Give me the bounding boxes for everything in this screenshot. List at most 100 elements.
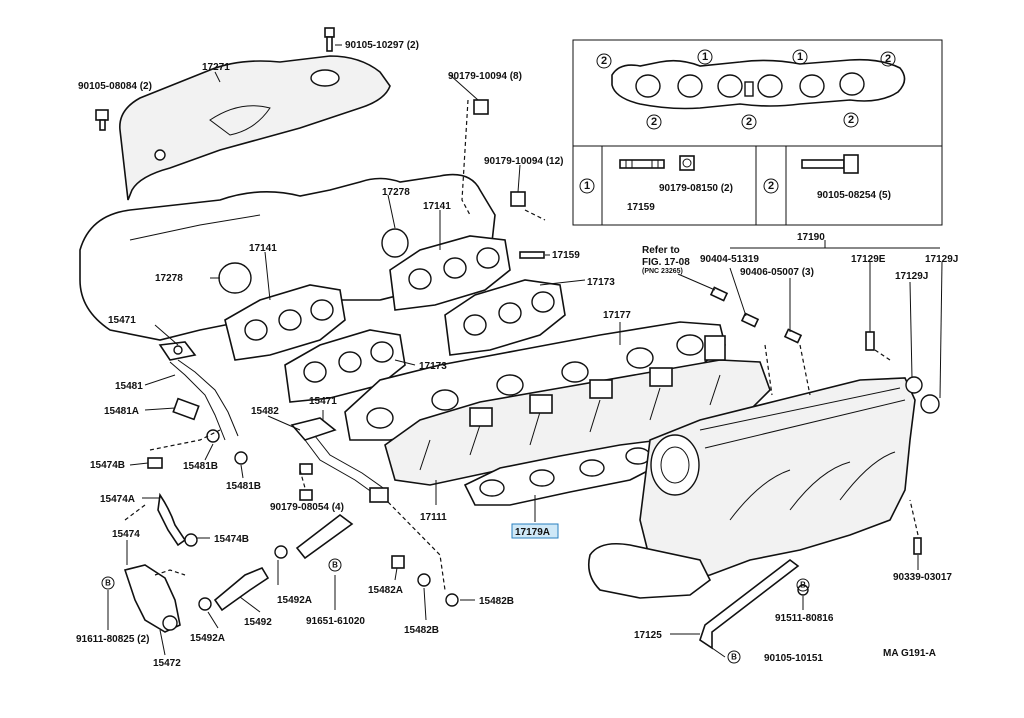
label-17190: 17190: [797, 232, 825, 243]
part-labels: 90105-10297 (2) 17271 90105-08084 (2) 90…: [76, 40, 958, 669]
svg-text:B: B: [800, 581, 806, 590]
gasket-ring-17278: [381, 228, 409, 258]
inset-label-90179-08150: 90179-08150 (2): [659, 183, 733, 194]
label-15481A: 15481A: [104, 406, 139, 417]
label-91651-61020: 91651-61020: [306, 616, 365, 627]
inset-label-17159: 17159: [627, 202, 655, 213]
svg-text:1: 1: [702, 51, 708, 63]
svg-text:2: 2: [885, 53, 891, 65]
label-15481B: 15481B: [183, 461, 218, 472]
intake-plenum-17190: [587, 377, 916, 599]
intake-lower-manifold-17111: [384, 335, 771, 486]
label-17173: 17173: [587, 277, 615, 288]
gasket-17179A: [463, 439, 666, 506]
label-17173: 17173: [419, 361, 447, 372]
label-15474: 15474: [112, 529, 140, 540]
inset-label-90105-08254: 90105-08254 (5): [817, 190, 891, 201]
label-17177: 17177: [603, 310, 631, 321]
label-90406-05007: 90406-05007 (3): [740, 267, 814, 278]
label-17271: 17271: [202, 62, 230, 73]
gasket-17141-left: [224, 284, 346, 361]
label-17278: 17278: [382, 187, 410, 198]
label-17129J: 17129J: [895, 271, 928, 282]
label-90179-10094-12: 90179-10094 (12): [484, 156, 564, 167]
label-91611-80825: 91611-80825 (2): [76, 634, 149, 645]
marker-b: B: [796, 578, 810, 592]
svg-text:2: 2: [848, 114, 854, 126]
label-17141: 17141: [423, 201, 451, 212]
label-90179-08054: 90179-08054 (4): [270, 502, 344, 513]
marker-2: 2: [843, 112, 859, 128]
marker-2: 2: [763, 178, 779, 194]
gasket-ring-17278: [218, 262, 252, 294]
marker-1: 1: [579, 178, 595, 194]
label-17111: 17111: [420, 512, 447, 523]
label-refer-to: Refer to: [642, 245, 680, 256]
label-90404-51319: 90404-51319: [700, 254, 759, 265]
label-17125: 17125: [634, 630, 662, 641]
label-ma-g191-a: MA G191-A: [883, 648, 936, 659]
label-15482A: 15482A: [368, 585, 403, 596]
label-17129E: 17129E: [851, 254, 886, 265]
bolt-90105-08084: [95, 109, 109, 131]
engine-block-outline: [79, 173, 496, 341]
coolant-pipes: [123, 341, 459, 633]
bolt-90105-10297: [324, 27, 335, 52]
svg-text:B: B: [105, 579, 111, 588]
label-15482B: 15482B: [479, 596, 514, 607]
svg-text:B: B: [332, 561, 338, 570]
dashed-leader-lines: [124, 99, 919, 591]
label-15474B: 15474B: [90, 460, 125, 471]
marker-2: 2: [880, 51, 896, 67]
label-90179-10094-8: 90179-10094 (8): [448, 71, 522, 82]
label-15471: 15471: [309, 396, 337, 407]
nut-90179-10094: [473, 99, 526, 207]
label-15481: 15481: [115, 381, 143, 392]
label-15474B: 15474B: [214, 534, 249, 545]
marker-b: B: [727, 650, 741, 664]
leader-lines: [107, 44, 943, 658]
label-15492: 15492: [244, 617, 272, 628]
svg-text:B: B: [731, 653, 737, 662]
label-91511-80816: 91511-80816: [775, 613, 834, 624]
marker-1: 1: [792, 49, 808, 65]
svg-text:2: 2: [651, 116, 657, 128]
small-bolts: [709, 286, 803, 344]
svg-text:2: 2: [601, 55, 607, 67]
marker-b: B: [328, 558, 342, 572]
label-17159: 17159: [552, 250, 580, 261]
label-15482: 15482: [251, 406, 279, 417]
label-15481B: 15481B: [226, 481, 261, 492]
marker-2: 2: [741, 114, 757, 130]
label-15474A: 15474A: [100, 494, 135, 505]
label-15482B: 15482B: [404, 625, 439, 636]
label-90105-10297: 90105-10297 (2): [345, 40, 419, 51]
label-15492A: 15492A: [190, 633, 225, 644]
label-90339-03017: 90339-03017: [893, 572, 952, 583]
label-17179A: 17179A: [515, 527, 550, 538]
label-90105-08084: 90105-08084 (2): [78, 81, 152, 92]
marker-1: 1: [697, 49, 713, 65]
svg-text:1: 1: [797, 51, 803, 63]
label-15471: 15471: [108, 315, 136, 326]
label-90105-10151: 90105-10151: [764, 653, 823, 664]
small-parts-right: [797, 331, 940, 596]
svg-text:2: 2: [768, 180, 774, 192]
svg-text:2: 2: [746, 116, 752, 128]
label-17179A-highlight: 17179A: [511, 523, 559, 539]
inset-box: 2 1 1 2 2 2 2 1 2 17159 90179-08150 (2) …: [572, 39, 943, 226]
label-refer-fig: FIG. 17-08: [642, 257, 690, 268]
gasket-17141-right: [389, 235, 511, 311]
svg-text:1: 1: [584, 180, 590, 192]
label-17278: 17278: [155, 273, 183, 284]
label-refer-pnc: (PNC 23265): [642, 268, 683, 275]
stud-icon: [619, 159, 665, 169]
nut-90179-08054: [299, 489, 313, 501]
nut-icon: [679, 155, 695, 171]
stud-17159: [519, 251, 545, 259]
label-17141: 17141: [249, 243, 277, 254]
label-17129J: 17129J: [925, 254, 958, 265]
label-15472: 15472: [153, 658, 181, 669]
bolt-icon: [801, 154, 859, 174]
